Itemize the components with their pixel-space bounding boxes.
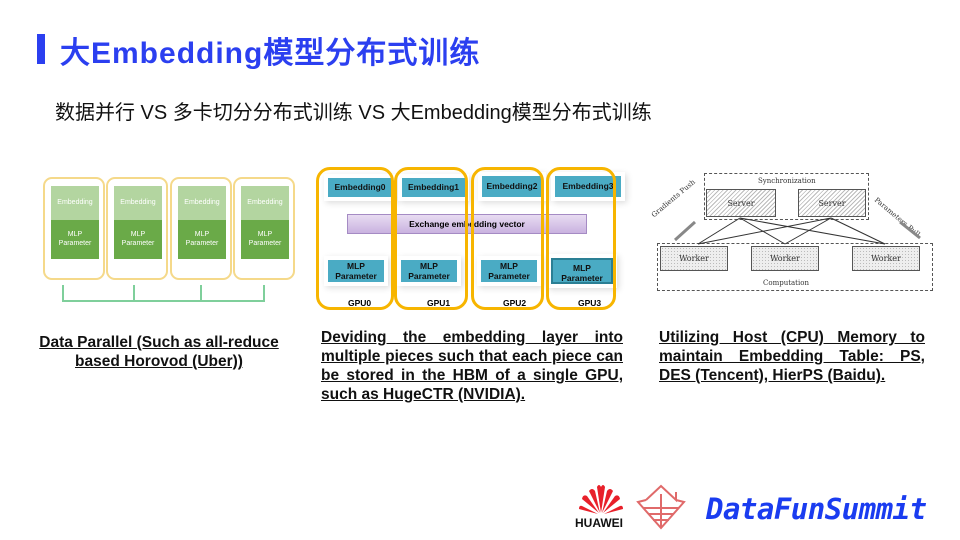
datafunsummit-wordmark: DataFunSummit bbox=[706, 492, 927, 526]
connector-line bbox=[263, 285, 265, 301]
connector-line bbox=[133, 285, 135, 301]
mlp-block: MLP Parameter bbox=[51, 220, 99, 259]
embedding-block: Embedding bbox=[51, 186, 99, 220]
synchronization-label: Synchronization bbox=[758, 177, 816, 185]
server-box: Server bbox=[706, 189, 776, 217]
data-parallel-caption: Data Parallel (Such as all-reduce based … bbox=[39, 334, 279, 370]
computation-label: Computation bbox=[763, 279, 809, 287]
mlp-block: MLP Parameter bbox=[241, 220, 289, 259]
connector-line bbox=[200, 285, 202, 301]
worker-box: Worker bbox=[751, 246, 819, 271]
gpu-outline bbox=[394, 167, 468, 310]
synchronization-box bbox=[704, 173, 869, 220]
gpu-outline bbox=[471, 167, 544, 310]
gpu-outline bbox=[316, 167, 394, 310]
page-title: 大Embedding模型分布式训练 bbox=[60, 37, 481, 70]
mlp-block: MLP Parameter bbox=[178, 220, 226, 259]
embedding-block: Embedding3 bbox=[555, 176, 621, 197]
huawei-wordmark: HUAWEI bbox=[575, 516, 623, 530]
gpu-label: GPU1 bbox=[427, 298, 451, 308]
mlp-block: MLP Parameter bbox=[481, 260, 537, 282]
embedding-block: Embedding bbox=[178, 186, 226, 220]
connector-line bbox=[62, 300, 265, 302]
datafun-logo-icon bbox=[636, 482, 686, 532]
mlp-block: MLP Parameter bbox=[114, 220, 162, 259]
model-parallel-caption: Deviding the embedding layer into multip… bbox=[321, 329, 623, 403]
worker-box: Worker bbox=[660, 246, 728, 271]
worker-box: Worker bbox=[852, 246, 920, 271]
connector-line bbox=[62, 285, 64, 301]
computation-box bbox=[657, 243, 933, 291]
title-accent-bar bbox=[37, 34, 45, 64]
gpu-label: GPU2 bbox=[503, 298, 527, 308]
gpu-label: GPU0 bbox=[348, 298, 372, 308]
parameter-server-caption: Utilizing Host (CPU) Memory to maintain … bbox=[659, 329, 925, 384]
embedding-block: Embedding1 bbox=[402, 178, 465, 197]
embedding-block: Embedding bbox=[114, 186, 162, 220]
gpu-outline bbox=[546, 167, 616, 310]
embedding-block: Embedding2 bbox=[482, 176, 542, 197]
mlp-block: MLP Parameter bbox=[328, 260, 384, 282]
gpu-label: GPU3 bbox=[578, 298, 602, 308]
connection-arrows bbox=[673, 217, 921, 245]
embedding-block: Embedding0 bbox=[328, 178, 392, 197]
mlp-block: MLP Parameter bbox=[551, 258, 613, 284]
embedding-block: Embedding bbox=[241, 186, 289, 220]
mlp-block: MLP Parameter bbox=[401, 260, 457, 282]
server-box: Server bbox=[798, 189, 866, 217]
subtitle: 数据并行 VS 多卡切分分布式训练 VS 大Embedding模型分布式训练 bbox=[55, 102, 652, 124]
huawei-logo bbox=[577, 481, 625, 515]
